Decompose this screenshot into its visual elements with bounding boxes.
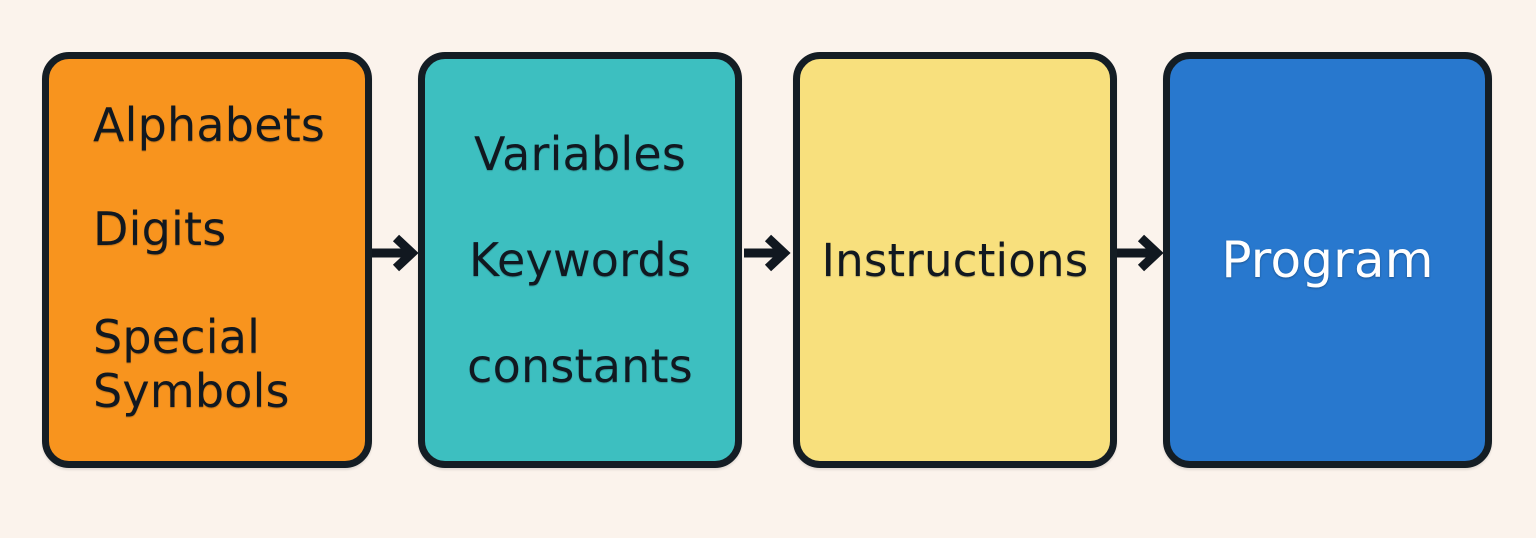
right-arrow-icon-1 [368, 225, 420, 281]
node-instructions-line-1: Instructions [821, 233, 1089, 287]
node-tokens-line-3: constants [467, 339, 693, 393]
node-program[interactable]: Program [1163, 52, 1492, 468]
node-program-line-1: Program [1221, 231, 1434, 289]
node-tokens[interactable]: Variables Keywords constants [418, 52, 742, 468]
node-character-set-line-3: Special Symbols [93, 309, 290, 418]
node-character-set[interactable]: Alphabets Digits Special Symbols [42, 52, 372, 468]
node-instructions[interactable]: Instructions [793, 52, 1117, 468]
node-character-set-line-1: Alphabets [93, 97, 326, 152]
right-arrow-icon-2 [740, 225, 792, 281]
node-tokens-line-2: Keywords [468, 233, 692, 287]
node-tokens-line-1: Variables [473, 127, 686, 181]
right-arrow-icon-3 [1113, 225, 1165, 281]
node-character-set-line-2: Digits [93, 201, 227, 256]
